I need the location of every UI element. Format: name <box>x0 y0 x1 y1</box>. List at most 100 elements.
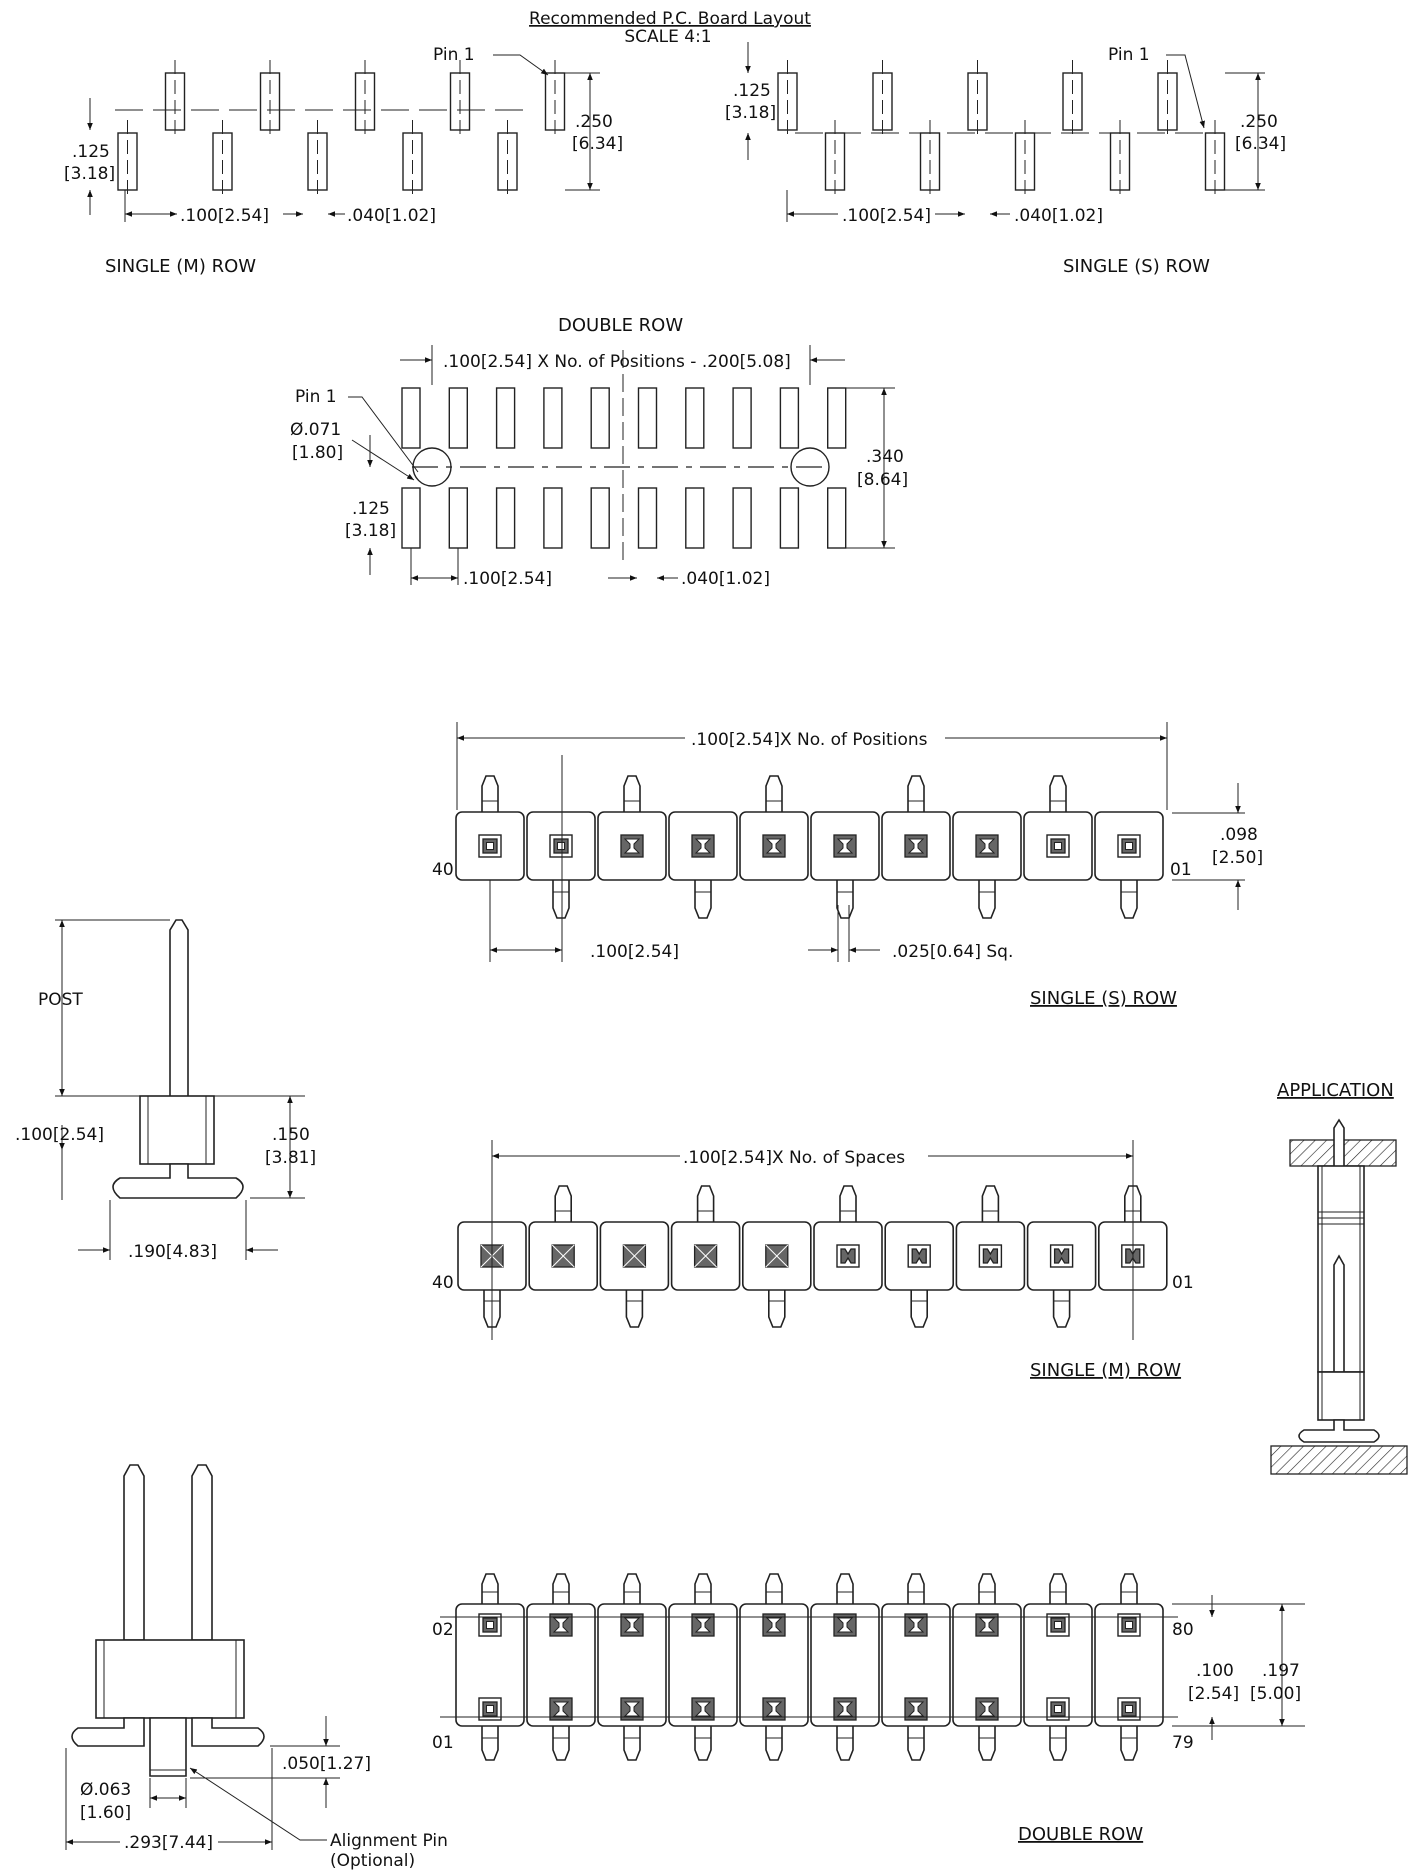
pcb-pad <box>779 487 800 549</box>
contact-square <box>557 842 565 850</box>
post <box>481 775 499 813</box>
offset-mm: [3.18] <box>345 521 396 541</box>
single-m-pads <box>117 60 566 200</box>
alignment-pin-optional: (Optional) <box>330 1851 415 1871</box>
alignment-hole-right <box>790 447 830 487</box>
contact-square <box>623 1617 641 1633</box>
pcb-pad <box>448 387 468 449</box>
contact-square <box>978 1701 996 1717</box>
pcb-pad <box>543 387 563 449</box>
hole-in: Ø.071 <box>290 420 341 440</box>
post <box>765 1573 783 1604</box>
post <box>981 1185 1000 1223</box>
height-in: .150 <box>272 1125 310 1145</box>
pcb-pad <box>401 487 421 549</box>
contact-square <box>552 1617 570 1633</box>
single-s-layout: Pin 1 .250 [6.34] .125 [3.18] .100[2.54]… <box>725 42 1286 277</box>
section-label: SINGLE (M) ROW <box>1030 1360 1181 1381</box>
contact-square <box>1125 1705 1133 1713</box>
body-dim: .100[2.54] <box>15 1125 104 1145</box>
contact-square <box>623 1244 646 1268</box>
contact-square <box>765 1701 783 1717</box>
pin1-label: Pin 1 <box>295 387 337 407</box>
double-row-side-view: .050[1.27] Ø.063 [1.60] .293[7.44] Align… <box>65 1464 448 1871</box>
single-s-positions <box>455 755 1164 920</box>
post <box>552 880 570 919</box>
contact-square <box>694 1617 712 1633</box>
pitch-dim: .100[2.54] <box>463 569 552 589</box>
position-body <box>455 1603 525 1727</box>
height-in: .340 <box>866 447 904 467</box>
post <box>1049 775 1067 813</box>
pcb-pad <box>685 387 705 449</box>
post <box>694 1573 712 1604</box>
position-body <box>1094 1603 1164 1727</box>
contact-square <box>978 1617 996 1633</box>
position-body <box>1023 1603 1093 1727</box>
post <box>907 1573 925 1604</box>
section-label: DOUBLE ROW <box>558 315 683 336</box>
pcb-pad <box>637 387 658 449</box>
contact-square <box>765 1244 789 1268</box>
post <box>1052 1289 1071 1328</box>
contact-square <box>552 1701 570 1717</box>
post <box>552 1573 570 1604</box>
contact-square <box>907 1617 925 1633</box>
contact-square <box>478 1697 502 1721</box>
post <box>765 1726 783 1761</box>
single-s-top-view: .100[2.54]X No. of Positions 40 01 .098 … <box>432 722 1263 1009</box>
contact-square <box>478 834 502 858</box>
pitch-dim: .100[2.54] <box>590 942 679 962</box>
pitch-dim: .100[2.54] <box>180 206 269 226</box>
section-label: APPLICATION <box>1277 1080 1394 1101</box>
post <box>1049 1573 1067 1604</box>
post <box>625 1289 644 1328</box>
pad-dim: .040[1.02] <box>681 569 770 589</box>
pad-dim: .040[1.02] <box>1014 206 1103 226</box>
contact-square <box>478 1613 502 1637</box>
post <box>978 880 996 919</box>
contact-square <box>1117 1613 1141 1637</box>
position-body <box>739 1603 809 1727</box>
contact-square <box>1125 1621 1133 1629</box>
post <box>978 1726 996 1761</box>
pcb-pad <box>590 387 610 449</box>
contact-square <box>1054 1621 1062 1629</box>
pcb-pad <box>448 487 468 549</box>
post <box>481 1573 499 1604</box>
height-mm: [3.81] <box>265 1148 316 1168</box>
length-dim: .100[2.54]X No. of Spaces <box>683 1148 905 1168</box>
title: Recommended P.C. Board Layout <box>529 9 811 29</box>
contact-square <box>765 1617 783 1633</box>
single-m-layout: Pin 1 .250 [6.34] .125 [3.18] .100[2.54]… <box>64 45 623 277</box>
post-label: POST <box>38 990 83 1010</box>
post <box>481 1726 499 1761</box>
pcb-pad <box>637 487 658 549</box>
contact-square <box>1117 834 1141 858</box>
post <box>836 1726 854 1761</box>
offset-in: .125 <box>733 81 771 101</box>
post <box>978 1573 996 1604</box>
double-row-pads <box>401 350 847 560</box>
pcb-pad <box>543 487 563 549</box>
position-body <box>597 1603 667 1727</box>
height-in: .098 <box>1220 825 1258 845</box>
post <box>839 1185 857 1223</box>
position-body <box>526 1603 596 1727</box>
pos-01: 01 <box>432 1733 454 1753</box>
pin1-label: Pin 1 <box>433 45 475 65</box>
contact-square <box>549 834 573 858</box>
single-s-pads <box>777 60 1226 200</box>
contact-square <box>623 838 641 854</box>
section-label: SINGLE (M) ROW <box>105 256 256 277</box>
pos-01: 01 <box>1170 860 1192 880</box>
height-in: .250 <box>575 112 613 132</box>
width-dim: .190[4.83] <box>128 1242 217 1262</box>
contact-square <box>907 1244 931 1268</box>
offset-in: .125 <box>352 499 390 519</box>
application-view: APPLICATION <box>1270 1080 1408 1475</box>
pcb-pad <box>685 487 705 549</box>
post <box>836 880 854 919</box>
pcb-pad <box>495 387 516 449</box>
offset-mm: [3.18] <box>64 164 115 184</box>
